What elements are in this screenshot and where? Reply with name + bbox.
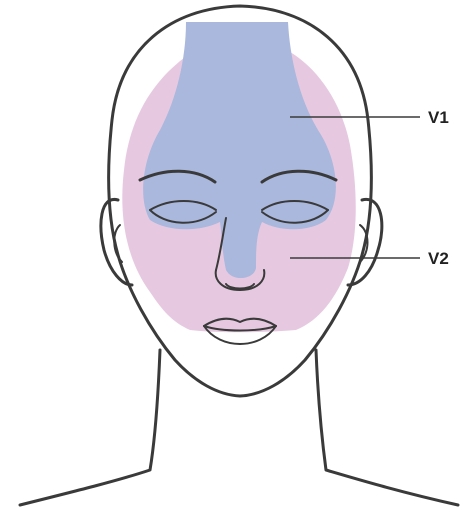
neck-and-shoulders [20,350,458,505]
v2-label: V2 [428,249,449,268]
v1-label: V1 [428,108,449,127]
